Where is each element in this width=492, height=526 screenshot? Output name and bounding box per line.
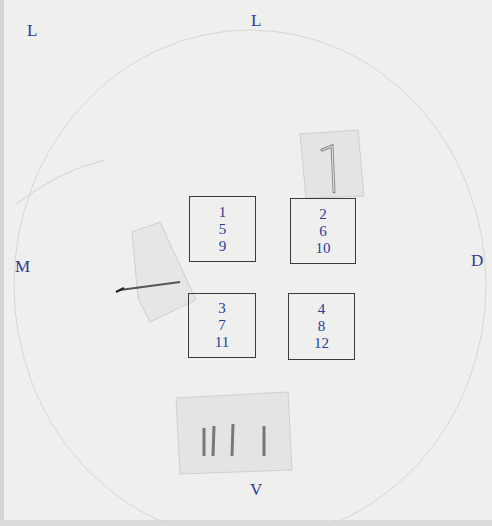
box-numbers: 4 8 12 — [313, 301, 330, 352]
numbered-square: 2 6 10 — [290, 198, 356, 264]
tape — [176, 392, 292, 474]
pin — [232, 424, 233, 456]
numbered-square: 4 8 12 — [288, 293, 355, 360]
orientation-letter: M — [15, 257, 30, 277]
faint-circle — [14, 30, 486, 526]
board-edge — [0, 0, 4, 526]
pin-tip — [116, 288, 124, 292]
faint-arc — [15, 160, 105, 205]
pin — [263, 426, 266, 456]
box-numbers: 1 5 9 — [214, 204, 231, 255]
tape — [300, 130, 364, 198]
numbered-square: 1 5 9 — [189, 196, 256, 262]
box-numbers: 3 7 11 — [213, 300, 230, 351]
numbered-square: 3 7 11 — [188, 293, 256, 358]
pin — [120, 282, 180, 290]
pin — [213, 426, 214, 456]
board-edge — [0, 520, 492, 526]
pin — [203, 428, 206, 456]
orientation-letter: L — [27, 21, 37, 41]
orientation-letter: D — [471, 251, 483, 271]
orientation-letter: V — [250, 480, 262, 500]
box-numbers: 2 6 10 — [314, 206, 331, 257]
pin — [322, 146, 334, 192]
pin-shine — [322, 146, 334, 192]
tape — [132, 222, 196, 322]
orientation-letter: L — [251, 11, 261, 31]
